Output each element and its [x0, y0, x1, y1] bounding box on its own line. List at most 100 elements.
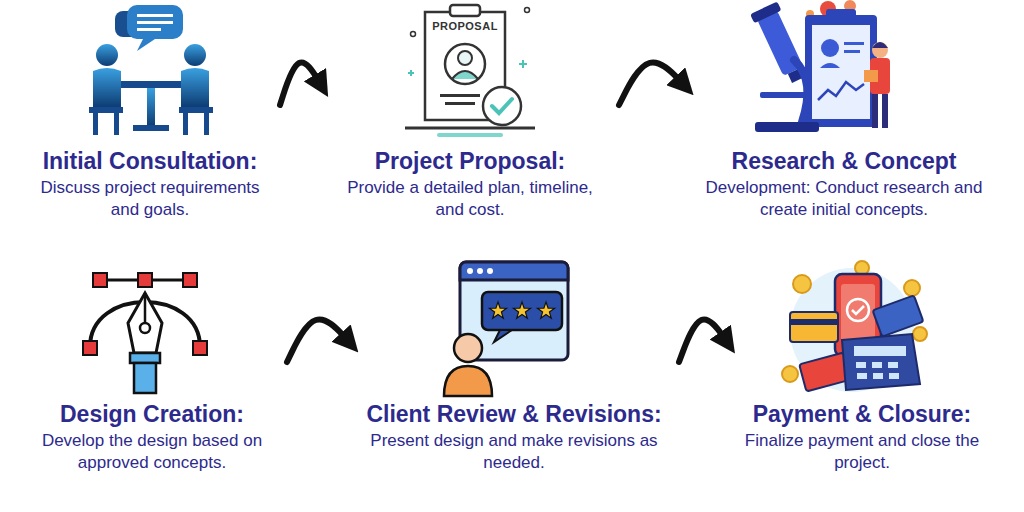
payment-icon [854, 346, 906, 356]
consultation-icon [93, 68, 121, 107]
consultation-icon [204, 113, 209, 135]
consultation-icon [137, 39, 155, 51]
step-heading: Payment & Closure: [753, 400, 972, 428]
process-step: Design Creation:Develop the design based… [21, 262, 283, 474]
design-icon [193, 341, 207, 355]
research-icon [882, 94, 888, 128]
research-icon [805, 15, 877, 127]
proposal-icon [492, 99, 512, 113]
proposal-icon [411, 32, 416, 37]
research-icon [844, 42, 864, 45]
design-icon [138, 273, 152, 287]
step-description: Provide a detailed plan, timeline, and c… [331, 177, 609, 221]
process-step: Project Proposal:Provide a detailed plan… [325, 5, 615, 221]
proposal-icon [450, 5, 480, 16]
payment-icon [873, 295, 924, 336]
step-description: Present design and make revisions as nee… [359, 430, 669, 474]
payment-icon [856, 362, 866, 368]
flow-arrow [280, 62, 321, 105]
review-icon [487, 268, 493, 274]
payment-icon [872, 362, 882, 368]
process-step: Payment & Closure:Finalize payment and c… [731, 262, 993, 474]
payment-icon [782, 261, 927, 392]
consultation-icon [137, 28, 161, 31]
document-label: PROPOSAL [432, 20, 498, 32]
payment-icon [790, 312, 838, 342]
review-icon [477, 268, 483, 274]
proposal-icon [405, 127, 535, 130]
review-icon [444, 366, 492, 396]
step-description: Finalize payment and close the project. [737, 430, 987, 474]
design-icon [128, 293, 162, 353]
research-icon [760, 92, 806, 98]
research-icon [750, 2, 781, 24]
review-icon [489, 302, 506, 318]
consultation-icon [137, 21, 173, 24]
research-icon [872, 42, 888, 58]
proposal-icon [445, 44, 485, 84]
review-icon [494, 330, 512, 342]
design-icon [134, 363, 156, 393]
research-icon [794, 60, 807, 122]
payment-icon [913, 327, 927, 341]
consultation-icon [137, 14, 173, 17]
payment-icon [873, 373, 883, 379]
consultation-icon [93, 113, 98, 135]
design-icon [93, 273, 107, 287]
consultation-icon [96, 44, 118, 66]
research-icon [750, 0, 890, 132]
proposal-icon [458, 51, 472, 65]
payment-icon [782, 366, 798, 382]
design-icon [130, 353, 160, 363]
research-icon [864, 70, 878, 82]
review-icon [537, 302, 554, 318]
step-description: Development: Conduct research and create… [694, 177, 994, 221]
consultation-icon [133, 125, 169, 131]
review-icon [467, 268, 473, 274]
research-icon [872, 42, 888, 48]
proposal-icon [452, 71, 478, 79]
payment-icon [888, 362, 898, 368]
consultation-icon [181, 68, 209, 107]
proposal-icon [445, 102, 475, 105]
step-heading: Project Proposal: [375, 147, 565, 175]
consultation-icon [121, 81, 181, 88]
step-heading: Design Creation: [60, 400, 244, 428]
consultation-icon [89, 107, 123, 113]
payment-icon [857, 373, 867, 379]
step-heading: Initial Consultation: [43, 147, 258, 175]
payment-icon [847, 299, 869, 321]
research-icon [826, 9, 856, 21]
payment-icon [852, 306, 864, 314]
proposal-icon [408, 70, 414, 76]
consultation-icon [183, 113, 188, 135]
proposal-icon [440, 94, 480, 97]
flow-arrow [619, 62, 684, 105]
proposal-icon [525, 8, 530, 13]
step-description: Discuss project requirements and goals. [30, 177, 270, 221]
consultation-icon [114, 113, 119, 135]
step-description: Develop the design based on approved con… [27, 430, 277, 474]
review-icon [454, 334, 482, 362]
design-icon [83, 273, 207, 393]
review-icon [513, 302, 530, 318]
design-icon [144, 293, 147, 323]
research-icon [755, 122, 819, 132]
flow-arrow [287, 319, 349, 362]
research-icon [844, 50, 860, 53]
consultation-icon [184, 44, 206, 66]
research-icon [820, 63, 840, 68]
payment-icon [841, 284, 875, 342]
step-heading: Research & Concept [732, 147, 957, 175]
review-icon [482, 292, 562, 330]
process-step: Client Review & Revisions:Present design… [353, 262, 675, 474]
design-icon [140, 323, 150, 333]
flow-arrow [679, 319, 727, 362]
research-icon [872, 94, 878, 128]
design-icon [83, 341, 97, 355]
payment-icon [904, 280, 920, 296]
proposal-icon [437, 133, 503, 137]
design-icon [183, 273, 197, 287]
proposal-icon [483, 87, 521, 125]
review-icon [460, 262, 568, 280]
